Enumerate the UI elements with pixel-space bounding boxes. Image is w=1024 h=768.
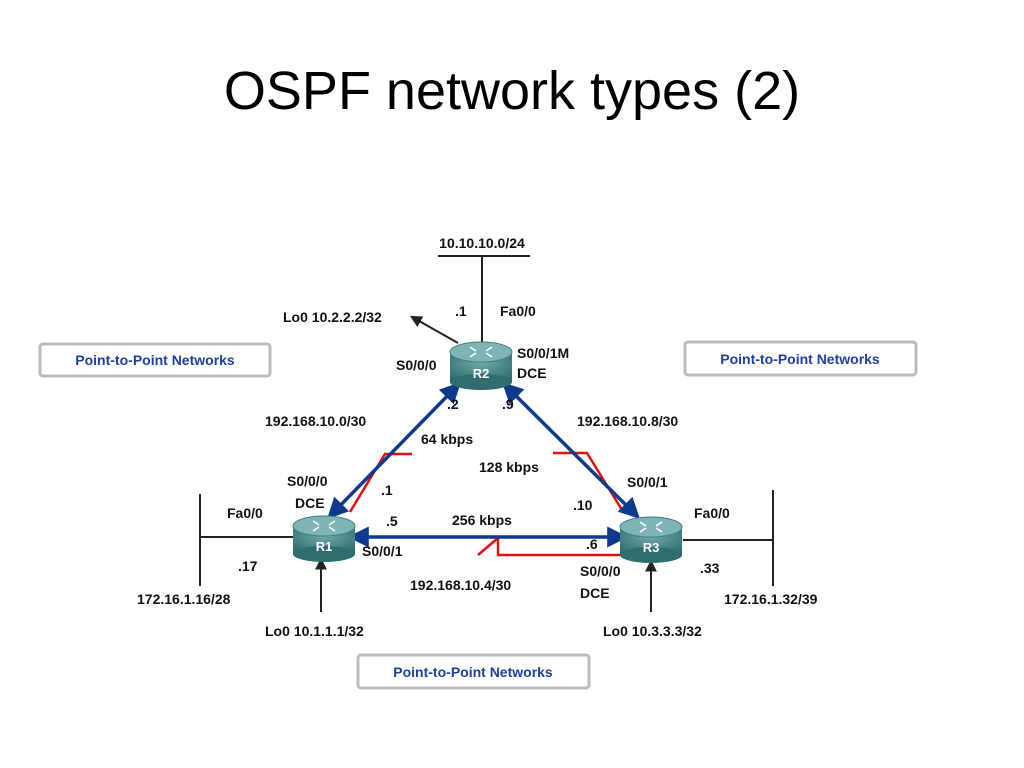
router-r1-name: R1 — [316, 539, 333, 554]
router-r2-name: R2 — [473, 366, 490, 381]
r1-s001: S0/0/1 — [362, 543, 403, 559]
callout-left-text: Point-to-Point Networks — [75, 352, 235, 368]
net-r2-r3: 192.168.10.8/30 — [577, 413, 678, 429]
slide-title: OSPF network types (2) — [223, 61, 801, 121]
r3-fa-interface: Fa0/0 — [694, 505, 730, 521]
router-r3-name: R3 — [643, 540, 660, 555]
r1-fa-ip: .17 — [238, 558, 258, 574]
net-r1-r2: 192.168.10.0/30 — [265, 413, 366, 429]
r2-s001: S0/0/1M — [517, 345, 569, 361]
r3-s001: S0/0/1 — [627, 474, 668, 490]
callout-right-text: Point-to-Point Networks — [720, 351, 880, 367]
bw-r1-r2: 64 kbps — [421, 431, 473, 447]
r1-lan-segment — [199, 494, 293, 586]
router-icon — [619, 516, 683, 538]
r3-lan-network: 172.16.1.32/39 — [724, 591, 818, 607]
r2-loopback: Lo0 10.2.2.2/32 — [283, 309, 382, 325]
callout-bottom: Point-to-Point Networks — [356, 653, 591, 690]
bw-r1-r3: 256 kbps — [452, 512, 512, 528]
r1-ip-top: .1 — [381, 482, 393, 498]
r3-fa-ip: .33 — [700, 560, 720, 576]
link-r1-r2 — [327, 381, 461, 520]
r3-s000: S0/0/0 — [580, 563, 621, 579]
callout-left: Point-to-Point Networks — [38, 342, 272, 378]
r2-lan-network: 10.10.10.0/24 — [439, 235, 525, 251]
router-r1[interactable]: R1 — [292, 515, 356, 562]
r2-dce: DCE — [517, 365, 547, 381]
serial-link-r1-r3-symbol — [477, 535, 620, 557]
r3-lan-segment — [683, 490, 774, 586]
r3-loopback: Lo0 10.3.3.3/32 — [603, 623, 702, 639]
r1-ip-right: .5 — [386, 513, 398, 529]
router-r2[interactable]: R2 — [449, 341, 513, 390]
r2-fa-interface: Fa0/0 — [500, 303, 536, 319]
r1-s000: S0/0/0 — [287, 473, 328, 489]
r3-ip-top: .10 — [573, 497, 593, 513]
router-r3[interactable]: R3 — [619, 516, 683, 563]
r2-lan-segment — [438, 255, 530, 342]
r2-ip-right: .9 — [502, 396, 514, 412]
r1-fa-interface: Fa0/0 — [227, 505, 263, 521]
callout-bottom-text: Point-to-Point Networks — [393, 664, 553, 680]
r1-loopback: Lo0 10.1.1.1/32 — [265, 623, 364, 639]
router-icon — [449, 341, 513, 363]
callout-right: Point-to-Point Networks — [683, 340, 918, 377]
r2-s000: S0/0/0 — [396, 357, 437, 373]
r2-fa-ip: .1 — [455, 303, 467, 319]
r3-ip-left: .6 — [586, 536, 598, 552]
r2-ip-left: .2 — [447, 396, 459, 412]
link-r2-r3 — [502, 382, 640, 519]
r3-dce: DCE — [580, 585, 610, 601]
router-icon — [292, 515, 356, 537]
r1-dce: DCE — [295, 495, 325, 511]
r2-loopback-arrow — [409, 315, 459, 344]
r1-lan-network: 172.16.1.16/28 — [137, 591, 231, 607]
net-r1-r3: 192.168.10.4/30 — [410, 577, 511, 593]
bw-r2-r3: 128 kbps — [479, 459, 539, 475]
